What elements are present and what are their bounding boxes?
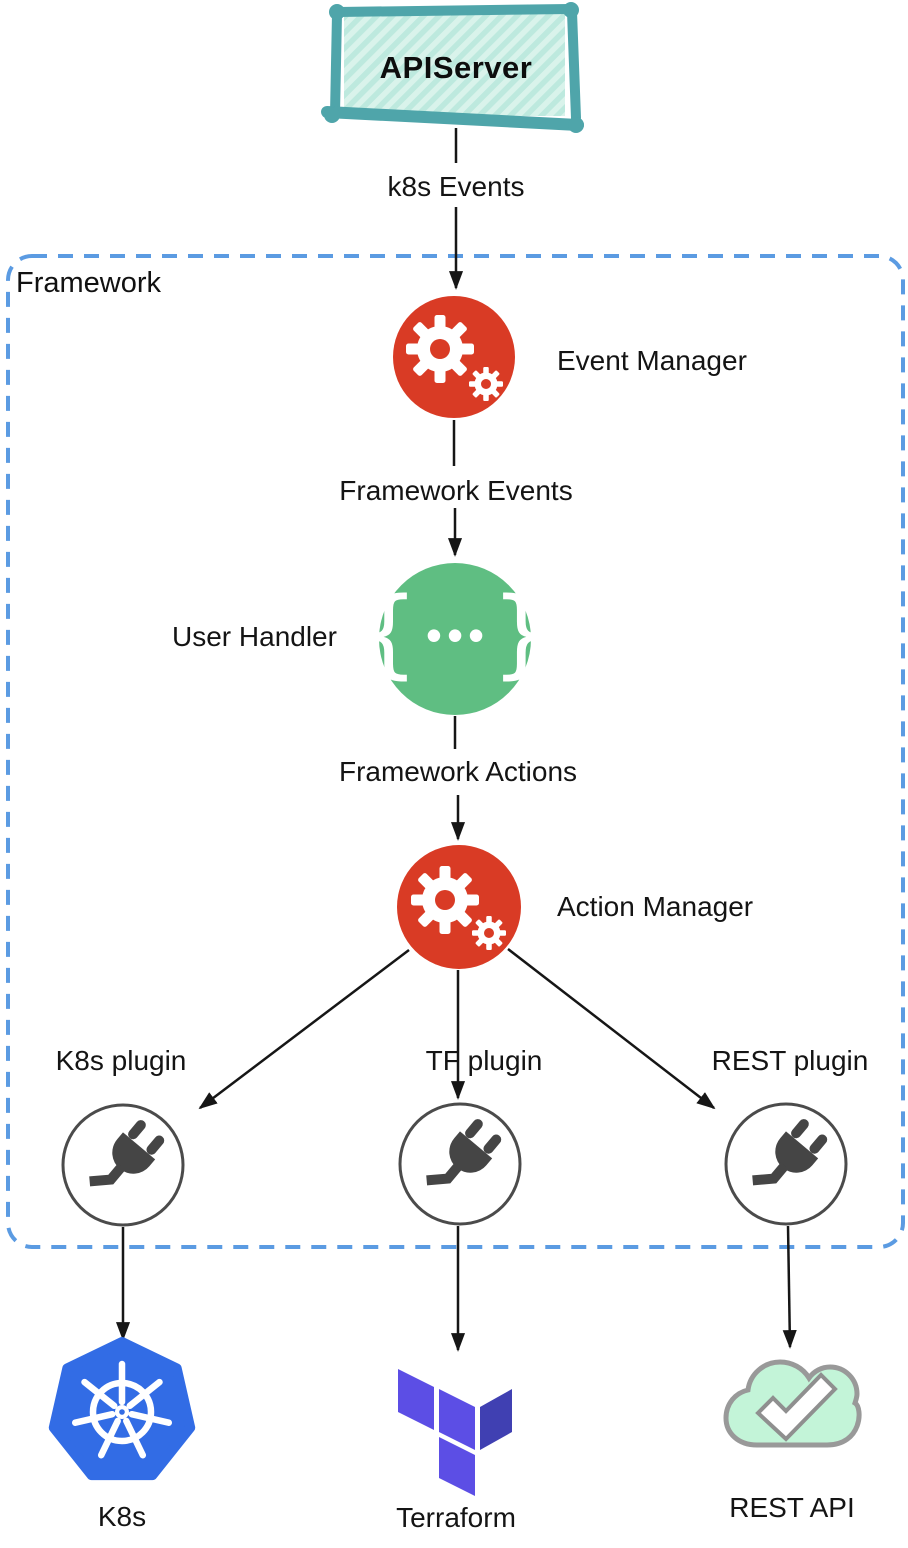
plugin-nodes xyxy=(61,1102,848,1227)
tf-plugin-label: TF plugin xyxy=(425,1045,543,1076)
rest-api-cloud-icon xyxy=(723,1359,862,1448)
tf-plugin-node xyxy=(398,1102,522,1226)
action-manager-node xyxy=(397,845,521,969)
k8s-wheel xyxy=(71,1360,173,1459)
apiserver-box-border xyxy=(321,4,584,131)
brace-left: { xyxy=(357,577,419,689)
rest-plugin-label: REST plugin xyxy=(711,1045,869,1076)
edge-label-framework-events: Framework Events xyxy=(339,475,573,506)
event-manager-label: Event Manager xyxy=(557,345,747,376)
edge-label-framework-actions: Framework Actions xyxy=(338,756,578,787)
edge-actionmanager-restplugin xyxy=(507,948,716,1110)
terraform-target-label: Terraform xyxy=(396,1502,516,1533)
rest-plugin-node xyxy=(724,1102,848,1226)
checkmark-icon xyxy=(755,1372,838,1442)
edge-restplugin-restapi xyxy=(782,1225,797,1349)
edge-label-k8s-events: k8s Events xyxy=(387,171,525,202)
apiserver-box-corner-knobs xyxy=(324,2,584,133)
apiserver-box-fill xyxy=(344,14,565,116)
k8s-target-label: K8s xyxy=(97,1501,147,1532)
code-braces-icon: { ••• } xyxy=(358,585,552,687)
user-handler-circle xyxy=(379,563,531,715)
rest-api-target-label: REST API xyxy=(729,1492,855,1523)
action-manager-label: Action Manager xyxy=(557,891,754,922)
apiserver-box xyxy=(321,2,584,133)
k8s-plugin-label: K8s plugin xyxy=(55,1045,187,1076)
ellipsis-dots: ••• xyxy=(425,609,490,661)
kubernetes-logo-icon xyxy=(48,1337,196,1481)
apiserver-node-label: APIServer xyxy=(379,50,533,85)
k8s-plugin-node xyxy=(61,1103,185,1227)
edge-actionmanager-k8splugin xyxy=(198,949,410,1110)
connector-lines xyxy=(115,128,797,1352)
user-handler-node xyxy=(379,563,531,715)
framework-container-label: Framework xyxy=(16,267,162,299)
event-manager-node xyxy=(393,296,515,418)
brace-right: } xyxy=(491,577,553,689)
user-handler-label: User Handler xyxy=(172,621,337,652)
terraform-logo-icon xyxy=(398,1369,512,1496)
